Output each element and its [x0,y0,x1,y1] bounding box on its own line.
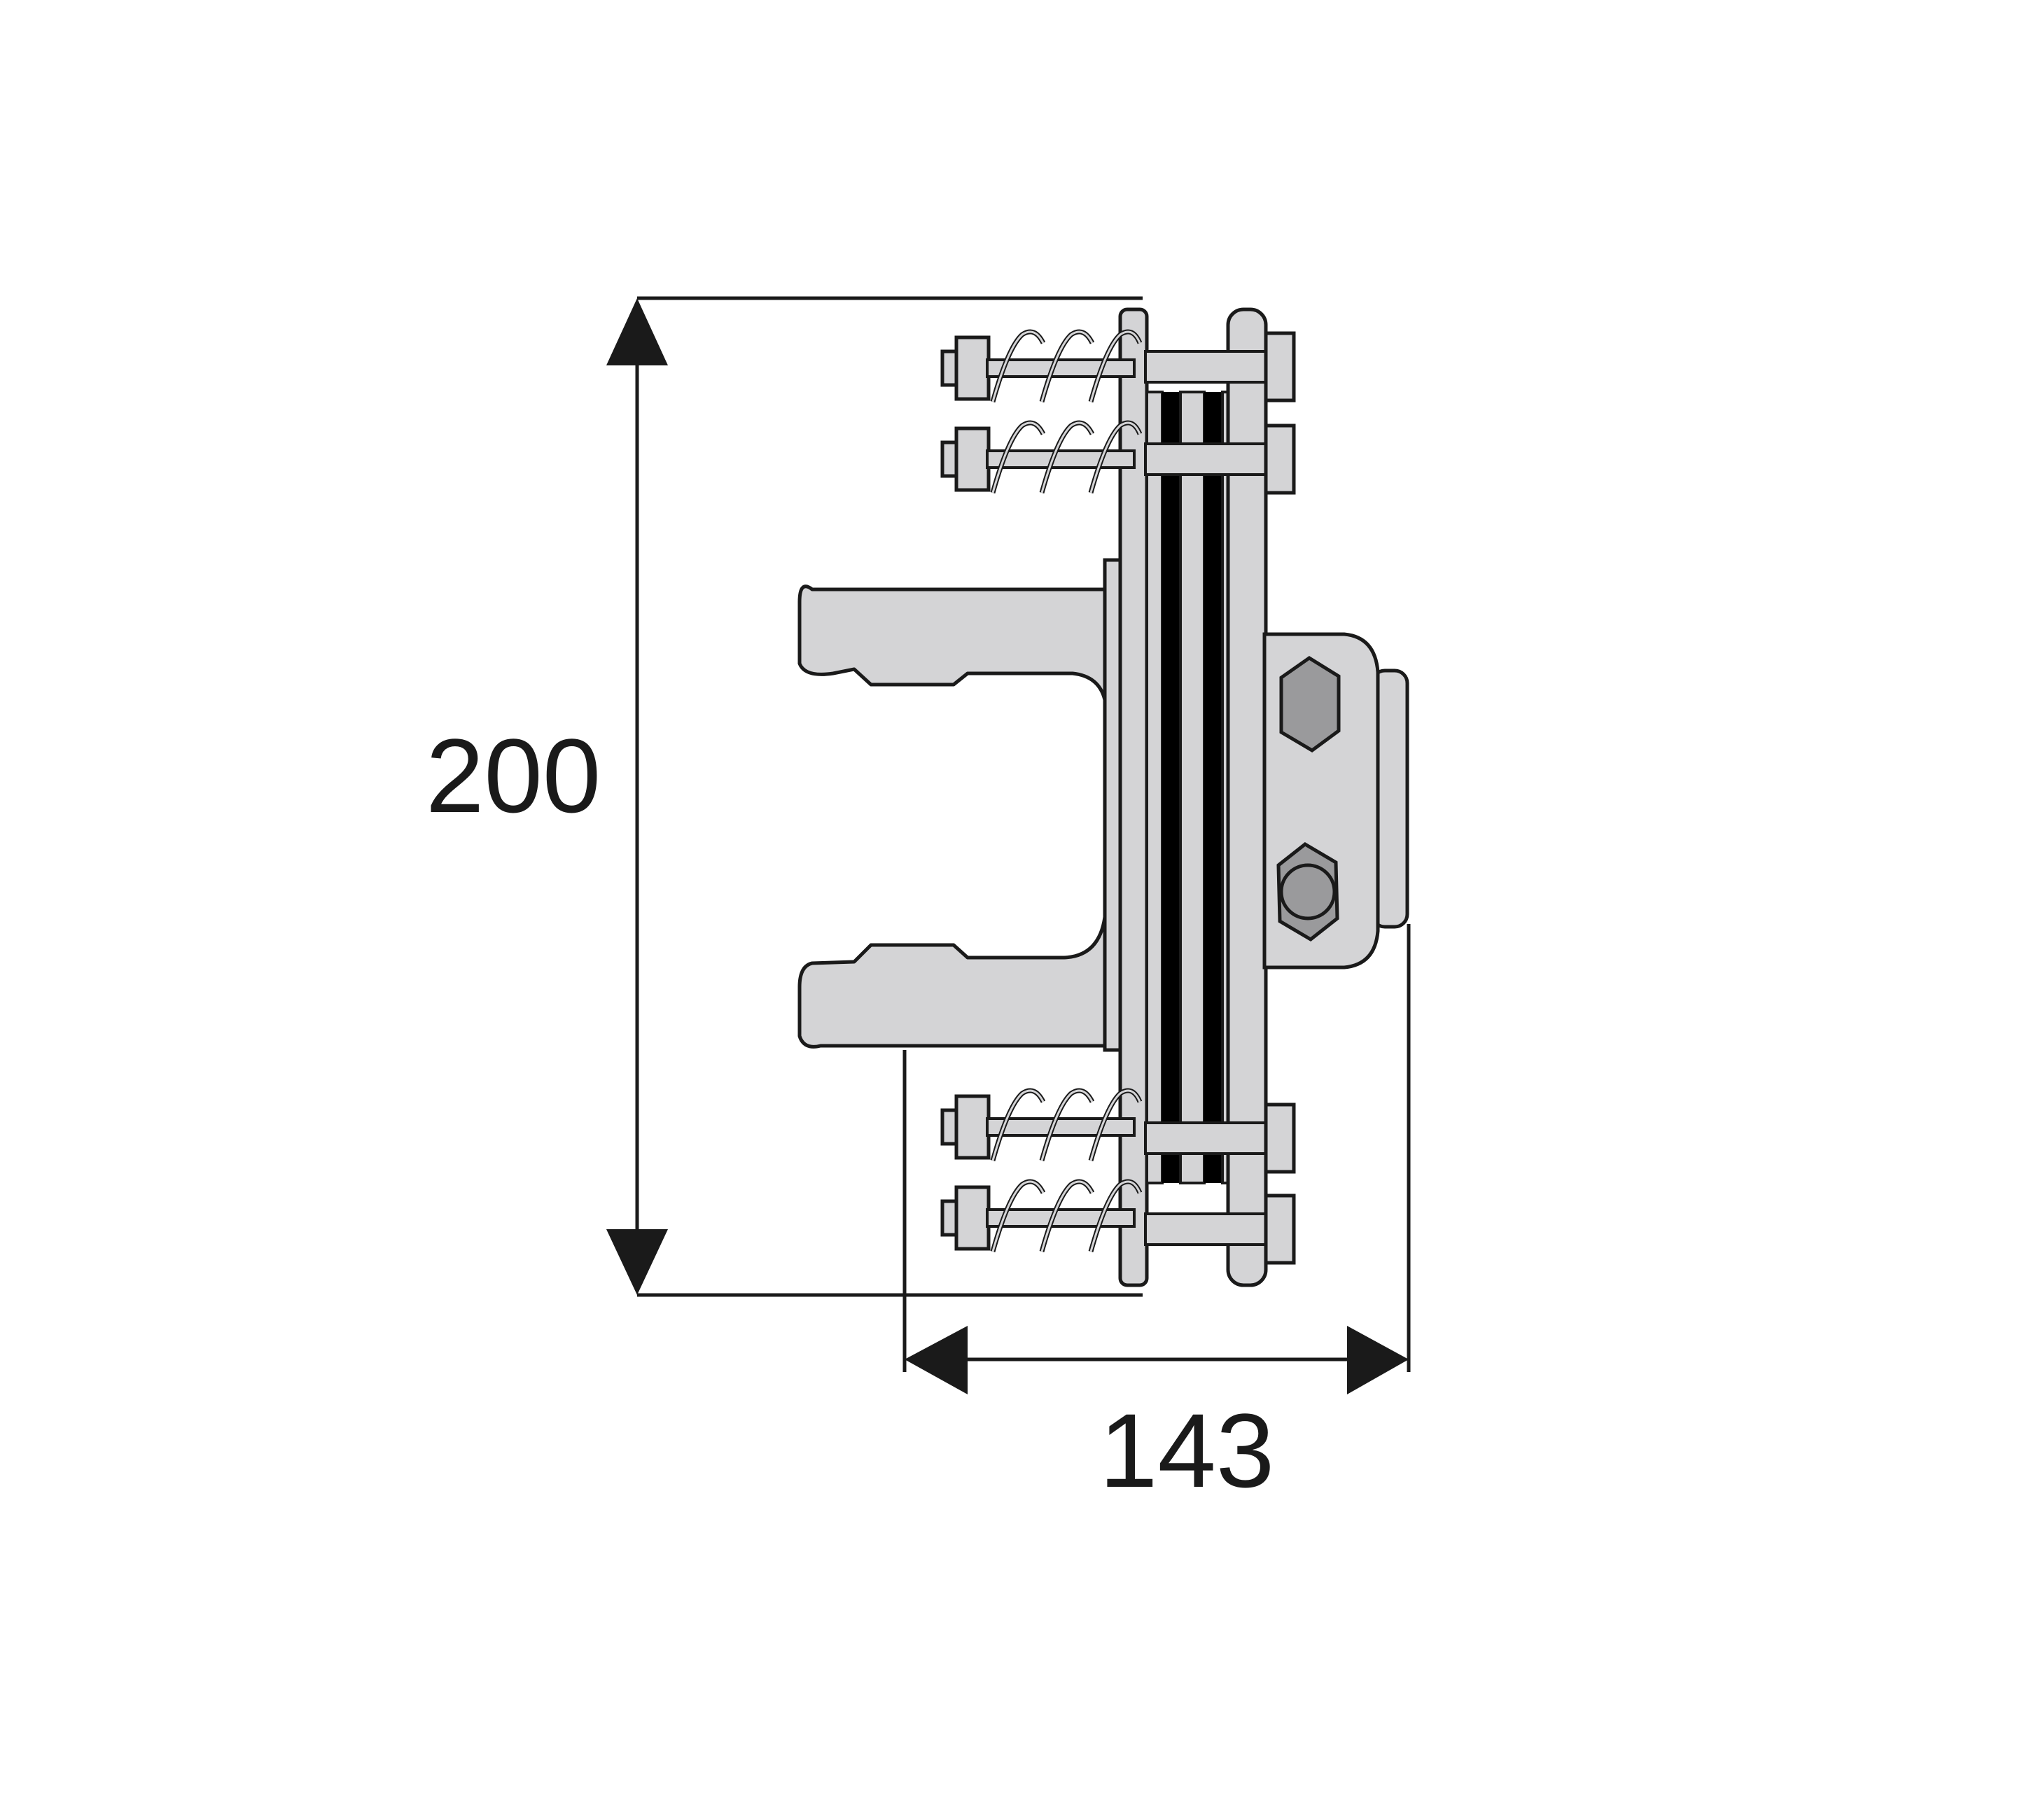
friction-disc-1 [1162,392,1180,1183]
friction-disc-gap-1 [1145,391,1164,1184]
bolt-end-icon [1279,863,1337,920]
height-dimension: 200 [426,296,1143,1297]
spring-bolt-4 [942,1182,1140,1252]
width-dimension: 143 [902,924,1411,1509]
hub [1262,632,1409,969]
through-bolt-3 [1144,1102,1296,1174]
width-arrow-right [1347,1326,1409,1394]
spring-bolt-2 [942,423,1140,493]
spring-bolt-3 [942,1091,1140,1161]
yoke [797,558,1125,1052]
clutch-pack [1118,307,1268,1287]
through-bolt-4 [1144,1194,1296,1265]
width-label: 143 [1099,1392,1274,1509]
friction-plate-middle [1179,391,1206,1184]
spring-bolt-1 [942,332,1140,402]
height-arrow-bottom [606,1229,668,1295]
yoke-fork [797,584,1108,1049]
friction-disc-2 [1204,392,1222,1183]
hex-bolt-head-icon [1279,656,1341,752]
height-arrow-top [606,298,668,365]
height-label: 200 [426,717,601,834]
through-bolt-1 [1144,331,1296,402]
through-bolts [1144,331,1296,1265]
width-arrow-left [905,1326,968,1394]
through-bolt-2 [1144,424,1296,495]
